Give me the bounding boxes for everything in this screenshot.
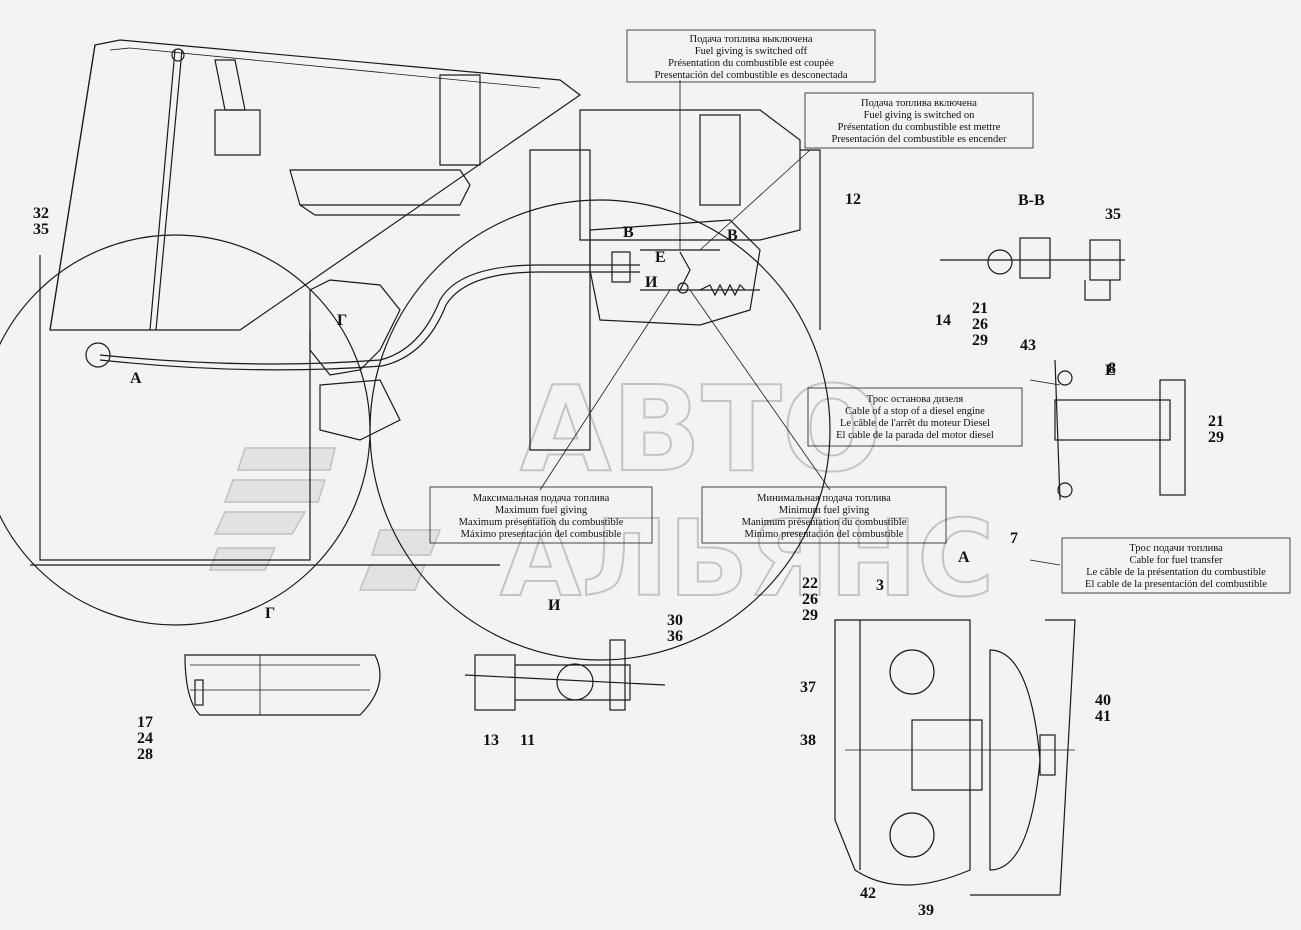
pos-12: 12 <box>845 191 861 208</box>
callout-min-fuel-line-4: Mínimo presentación del combustible <box>745 529 904 540</box>
pos-22: 22 <box>802 575 818 592</box>
callout-transfer-cable-line-3: Le câble de la présentation du combustib… <box>1086 567 1266 578</box>
section-e <box>1054 359 1186 501</box>
detail-a <box>834 619 1076 896</box>
callout-max-fuel-line-2: Maximum fuel giving <box>495 505 588 516</box>
pos-11: 11 <box>520 732 535 749</box>
pos-13: 13 <box>483 732 499 749</box>
callout-fuel-on-line-3: Présentation du combustible est mettre <box>838 122 1001 133</box>
pos-29a: 29 <box>972 332 988 349</box>
pos-42: 42 <box>860 885 876 902</box>
pos-37: 37 <box>800 679 816 696</box>
view-g-label: Г <box>265 605 275 622</box>
arrow-e-label: Е <box>655 249 666 266</box>
watermark-text-bottom: АЛЬЯНС <box>500 498 994 620</box>
pos-17: 17 <box>137 714 153 731</box>
callout-fuel-off-line-3: Présentation du combustible est coupée <box>668 58 834 69</box>
detail-g <box>184 654 381 716</box>
pos-43: 43 <box>1020 337 1036 354</box>
detail-i <box>464 639 666 711</box>
wheel-outline-right <box>369 199 831 661</box>
pos-21b: 21 <box>1208 413 1224 430</box>
callout-stop-cable: Трос останова дизеля Cable of a stop of … <box>807 387 1023 447</box>
fuel-control-assembly <box>589 219 761 326</box>
section-bb <box>940 237 1125 301</box>
cab-outline <box>30 39 582 566</box>
arrow-a-label: А <box>130 370 142 387</box>
engine-block <box>309 109 821 451</box>
leader-lines <box>539 80 1061 566</box>
pos-35b: 35 <box>1105 206 1121 223</box>
pos-38: 38 <box>800 732 816 749</box>
pos-28: 28 <box>137 746 153 763</box>
pos-29b: 29 <box>1208 429 1224 446</box>
arrow-g-label: Г <box>337 312 347 329</box>
callout-fuel-off: Подача топлива выключена Fuel giving is … <box>626 29 876 83</box>
section-bb-title: В-В <box>1018 192 1045 209</box>
pos-39: 39 <box>918 902 934 919</box>
pos-26b: 26 <box>802 591 818 608</box>
pos-7: 7 <box>1010 530 1018 547</box>
view-e-label: Е <box>1105 362 1116 379</box>
main-cable-outer <box>99 271 640 371</box>
pos-40: 40 <box>1095 692 1111 709</box>
position-numbers: 32 35 12 35 14 21 26 29 43 8 21 29 7 22 … <box>33 191 1224 919</box>
pos-24: 24 <box>137 730 153 747</box>
callout-fuel-on-line-4: Presentación del combustible es encender <box>832 134 1007 145</box>
callout-max-fuel-line-4: Máximo presentación del combustible <box>461 529 622 540</box>
callout-stop-cable-line-4: El cable de la parada del motor diesel <box>836 430 994 441</box>
pos-36: 36 <box>667 628 683 645</box>
callout-max-fuel-line-1: Максимальная подача топлива <box>473 493 610 504</box>
operator-seat <box>289 74 481 216</box>
callout-max-fuel: Максимальная подача топлива Maximum fuel… <box>429 486 653 544</box>
pos-21a: 21 <box>972 300 988 317</box>
callout-transfer-cable: Трос подачи топлива Cable for fuel trans… <box>1061 537 1291 594</box>
watermark-text-top: АВТО <box>520 360 882 498</box>
callout-fuel-off-line-2: Fuel giving is switched off <box>695 46 808 57</box>
callout-stop-cable-line-2: Cable of a stop of a diesel engine <box>845 406 985 417</box>
callout-fuel-on: Подача топлива включена Fuel giving is s… <box>804 92 1034 149</box>
pos-8: 8 <box>1108 360 1116 377</box>
pos-26a: 26 <box>972 316 988 333</box>
callout-stop-cable-line-3: Le câble de l'arrêt du moteur Diesel <box>840 418 990 429</box>
view-i-label: И <box>548 597 561 614</box>
callout-fuel-off-line-1: Подача топлива выключена <box>690 34 813 45</box>
callout-min-fuel-line-1: Минимальная подача топлива <box>757 493 891 504</box>
pos-14: 14 <box>935 312 951 329</box>
control-levers <box>149 48 261 331</box>
view-a-label: А <box>958 549 970 566</box>
pos-32: 32 <box>33 205 49 222</box>
arrow-i-label: И <box>645 274 658 291</box>
callout-stop-cable-line-1: Трос останова дизеля <box>867 394 964 405</box>
callout-max-fuel-line-3: Maximum présentation du combustible <box>459 517 624 528</box>
pos-35a: 35 <box>33 221 49 238</box>
callout-transfer-cable-line-2: Cable for fuel transfer <box>1130 555 1224 566</box>
pos-3: 3 <box>876 577 884 594</box>
callout-min-fuel-line-2: Minimum fuel giving <box>779 505 870 516</box>
arrow-b-left-label: В <box>623 224 634 241</box>
callout-fuel-on-line-2: Fuel giving is switched on <box>864 110 976 121</box>
callout-min-fuel: Минимальная подача топлива Minimum fuel … <box>701 486 947 544</box>
view-labels: В-В Е Г И А А Г В В Е И <box>130 192 1116 622</box>
arrow-b-right-label: В <box>727 227 738 244</box>
callout-transfer-cable-line-4: El cable de la presentación del combusti… <box>1085 579 1267 590</box>
pos-30: 30 <box>667 612 683 629</box>
callout-min-fuel-line-3: Manimum présentation du combustible <box>742 517 907 528</box>
cable-pulley <box>85 342 111 368</box>
callout-fuel-on-line-1: Подача топлива включена <box>861 98 977 109</box>
main-cable <box>99 264 640 365</box>
callout-fuel-off-line-4: Presentación del combustible es desconec… <box>654 70 847 81</box>
callout-transfer-cable-line-1: Трос подачи топлива <box>1129 543 1223 554</box>
pos-41: 41 <box>1095 708 1111 725</box>
pos-29c: 29 <box>802 607 818 624</box>
